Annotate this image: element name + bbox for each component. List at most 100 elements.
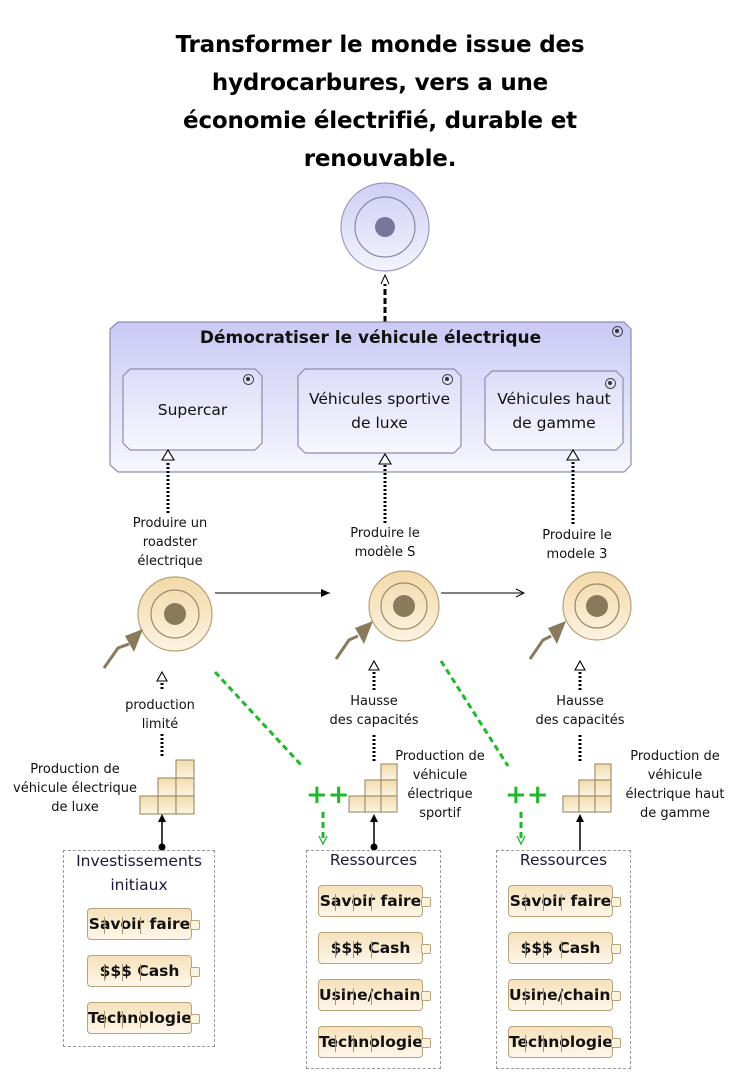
capability-icon-haut-de-gamme[interactable] <box>562 763 612 813</box>
resource-item[interactable]: Savoir faire <box>318 885 431 917</box>
resource-nub-icon <box>190 1014 200 1024</box>
title-line: renouvable. <box>303 146 457 172</box>
resource-item[interactable]: Technologie <box>318 1026 431 1058</box>
sub-goal-label-line: Véhicules sportive <box>308 390 451 408</box>
resource-item[interactable]: $$$ Cash <box>87 955 200 987</box>
capability-label-line: de gamme <box>640 806 710 821</box>
realization-label-line: Hausse <box>556 694 604 709</box>
influence-plus-label: ++ <box>505 780 549 810</box>
influence-lines <box>213 660 523 838</box>
sub-goal-label: Véhicules sportive de luxe <box>298 387 461 435</box>
resource-label: Technologie <box>319 1033 423 1051</box>
arrowhead-icon <box>380 273 390 285</box>
capability-label-line: sportif <box>419 806 461 821</box>
resource-group-ressources-2[interactable] <box>496 850 631 1069</box>
resource-nub-icon <box>611 1038 621 1048</box>
sub-goal-label-line: Supercar <box>157 401 228 419</box>
capability-label-line: Production de <box>395 749 485 764</box>
sub-goal-label-line: de luxe <box>351 414 408 432</box>
resource-label: Technologie <box>88 1009 192 1027</box>
outcome-label-line: modele 3 <box>546 547 608 562</box>
resource-item[interactable]: Technologie <box>87 1002 200 1034</box>
capability-label-line: véhicule <box>647 768 703 783</box>
group-title-line: initiaux <box>110 876 168 894</box>
sub-goal-label-line: Véhicules haut <box>497 390 611 408</box>
resource-item[interactable]: Savoir faire <box>508 885 621 917</box>
group-title-line: Ressources <box>519 851 608 869</box>
resource-item[interactable]: Usine/chaine <box>318 979 431 1011</box>
title-line: hydrocarbures, vers a une <box>211 70 549 96</box>
capability-label-line: Production de <box>630 749 720 764</box>
outcome-icon-model-s[interactable] <box>334 570 440 660</box>
realization-dotted-lines <box>166 462 575 524</box>
realization-label-line: limité <box>141 717 179 732</box>
resource-nub-icon <box>611 991 621 1001</box>
capability-realization-lines <box>160 672 582 763</box>
outcome-label-line: électrique <box>137 554 203 569</box>
resource-nub-icon <box>611 944 621 954</box>
goal-target-icon <box>612 326 623 337</box>
triangle-arrowheads <box>161 448 580 465</box>
outcome-label-line: Produire le <box>350 526 420 541</box>
resource-label: $$$ Cash <box>330 939 411 957</box>
sub-goal-label: Véhicules haut de gamme <box>485 387 623 435</box>
resource-label: Savoir faire <box>88 915 191 933</box>
title-line: économie électrifié, durable et <box>183 108 577 134</box>
sub-goal-box-supercar[interactable] <box>122 368 263 451</box>
sub-goal-box-haut-de-gamme[interactable] <box>484 370 624 451</box>
resource-item[interactable]: Usine/chaine <box>508 979 621 1011</box>
realization-label: Hausse des capacités <box>319 692 429 730</box>
outcome-icon-roadster[interactable] <box>102 576 213 669</box>
resource-label: Technologie <box>509 1033 613 1051</box>
realization-label: production limité <box>110 696 210 734</box>
resource-label: $$$ Cash <box>99 962 180 980</box>
resource-item[interactable]: $$$ Cash <box>508 932 621 964</box>
goal-target-icon <box>243 374 254 385</box>
resource-nub-icon <box>611 897 621 907</box>
resource-nub-icon <box>421 897 431 907</box>
resource-group-ressources-1[interactable] <box>306 850 441 1069</box>
resource-nub-icon <box>421 991 431 1001</box>
group-title: Ressources <box>496 848 631 872</box>
outcome-label-line: Produire le <box>542 528 612 543</box>
resource-label: Usine/chaine <box>319 986 431 1004</box>
capability-label-line: électrique <box>407 787 473 802</box>
capability-label-line: véhicule électrique <box>13 781 137 796</box>
diagram-title: Transformer le monde issue des hydrocarb… <box>150 26 610 178</box>
resource-label: Usine/chaine <box>509 986 621 1004</box>
outcome-label-line: modèle S <box>354 545 416 560</box>
capability-label-luxe: Production de véhicule électrique de lux… <box>5 760 145 817</box>
resource-label: Savoir faire <box>509 892 612 910</box>
outcome-label-line: roadster <box>142 535 198 550</box>
outcome-icon-model-3[interactable] <box>528 571 632 660</box>
resource-group-investissements[interactable] <box>63 850 215 1047</box>
capability-label-haut-de-gamme: Production de véhicule électrique haut d… <box>615 747 735 823</box>
sub-goal-label-line: de gamme <box>512 414 596 432</box>
main-goal-label: Démocratiser le véhicule électrique <box>199 328 542 348</box>
goal-target-icon <box>442 374 453 385</box>
resource-label: $$$ Cash <box>520 939 601 957</box>
resource-nub-icon <box>421 944 431 954</box>
sub-goal-box-sportive[interactable] <box>297 368 462 454</box>
capability-label-line: de luxe <box>51 800 99 815</box>
resource-nub-icon <box>190 967 200 977</box>
resource-nub-icon <box>421 1038 431 1048</box>
resource-item[interactable]: $$$ Cash <box>318 932 431 964</box>
realization-label-line: production <box>125 698 195 713</box>
resource-item[interactable]: Savoir faire <box>87 908 200 940</box>
capability-icon-luxe[interactable] <box>139 759 195 815</box>
outcome-label-roadster: Produire un roadster électrique <box>100 514 240 571</box>
outcome-label-line: Produire un <box>132 516 208 531</box>
group-title: Investissements initiaux <box>63 849 215 897</box>
realization-label-line: des capacités <box>535 713 625 728</box>
assignment-endpoints <box>158 814 584 851</box>
realization-label: Hausse des capacités <box>525 692 635 730</box>
influence-plus-label: ++ <box>306 780 350 810</box>
capability-icon-sportif[interactable] <box>348 763 398 813</box>
capability-label-line: Production de <box>30 762 120 777</box>
resource-item[interactable]: Technologie <box>508 1026 621 1058</box>
group-title-line: Ressources <box>329 851 418 869</box>
outcome-label-model-3: Produire le modele 3 <box>517 526 637 564</box>
resource-nub-icon <box>190 920 200 930</box>
